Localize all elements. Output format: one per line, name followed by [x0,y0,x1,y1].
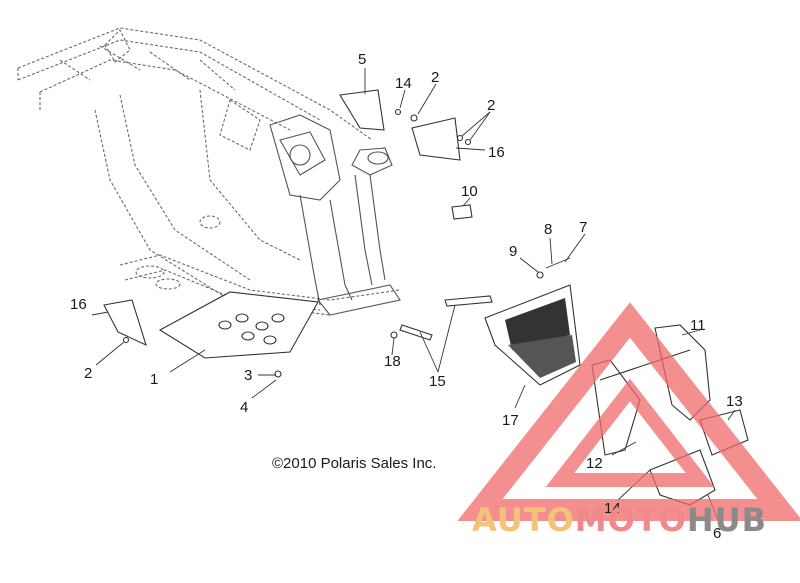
watermark-auto: AUTO [472,501,575,539]
watermark-text: AUTOMOTOHUB [472,501,767,539]
callout-11: 11 [690,317,706,334]
grille-part [484,284,581,386]
callouts: 5 14 2 2 16 10 9 8 7 16 2 1 3 4 18 15 17… [70,51,743,542]
callout-6: 6 [713,525,721,542]
callout-10: 10 [461,183,478,200]
callout-7: 7 [579,219,587,236]
callout-17: 17 [502,412,519,429]
watermark-hub: HUB [687,501,767,539]
watermark-moto: MOTO [575,501,687,539]
bolt-part [545,257,571,269]
copyright-notice: ©2010 Polaris Sales Inc. [272,455,436,472]
callout-15: 15 [429,373,446,390]
rod-part-bottom [399,324,433,341]
callout-3: 3 [244,367,252,384]
callout-4: 4 [240,399,248,416]
fasteners [122,108,544,378]
callout-16: 16 [70,296,87,313]
skid-plate-part [158,291,319,359]
top-panel-part [411,117,461,161]
callout-2: 2 [84,365,92,382]
callout-18: 18 [384,353,401,370]
callout-5: 5 [358,51,366,68]
callout-2: 2 [487,97,495,114]
callout-14: 14 [604,500,621,517]
callout-14: 14 [395,75,412,92]
callout-12: 12 [586,455,603,472]
chassis-frame [17,27,401,316]
block-part [451,204,473,220]
callout-8: 8 [544,221,552,238]
callout-2: 2 [431,69,439,86]
watermark-logo [457,302,800,521]
callout-1: 1 [150,371,158,388]
callout-16: 16 [488,144,505,161]
left-panel-part [103,299,147,347]
callout-13: 13 [726,393,743,410]
leader-lines [91,68,736,521]
rod-part-top [444,295,493,307]
bracket-part [339,89,385,131]
callout-9: 9 [509,243,517,260]
